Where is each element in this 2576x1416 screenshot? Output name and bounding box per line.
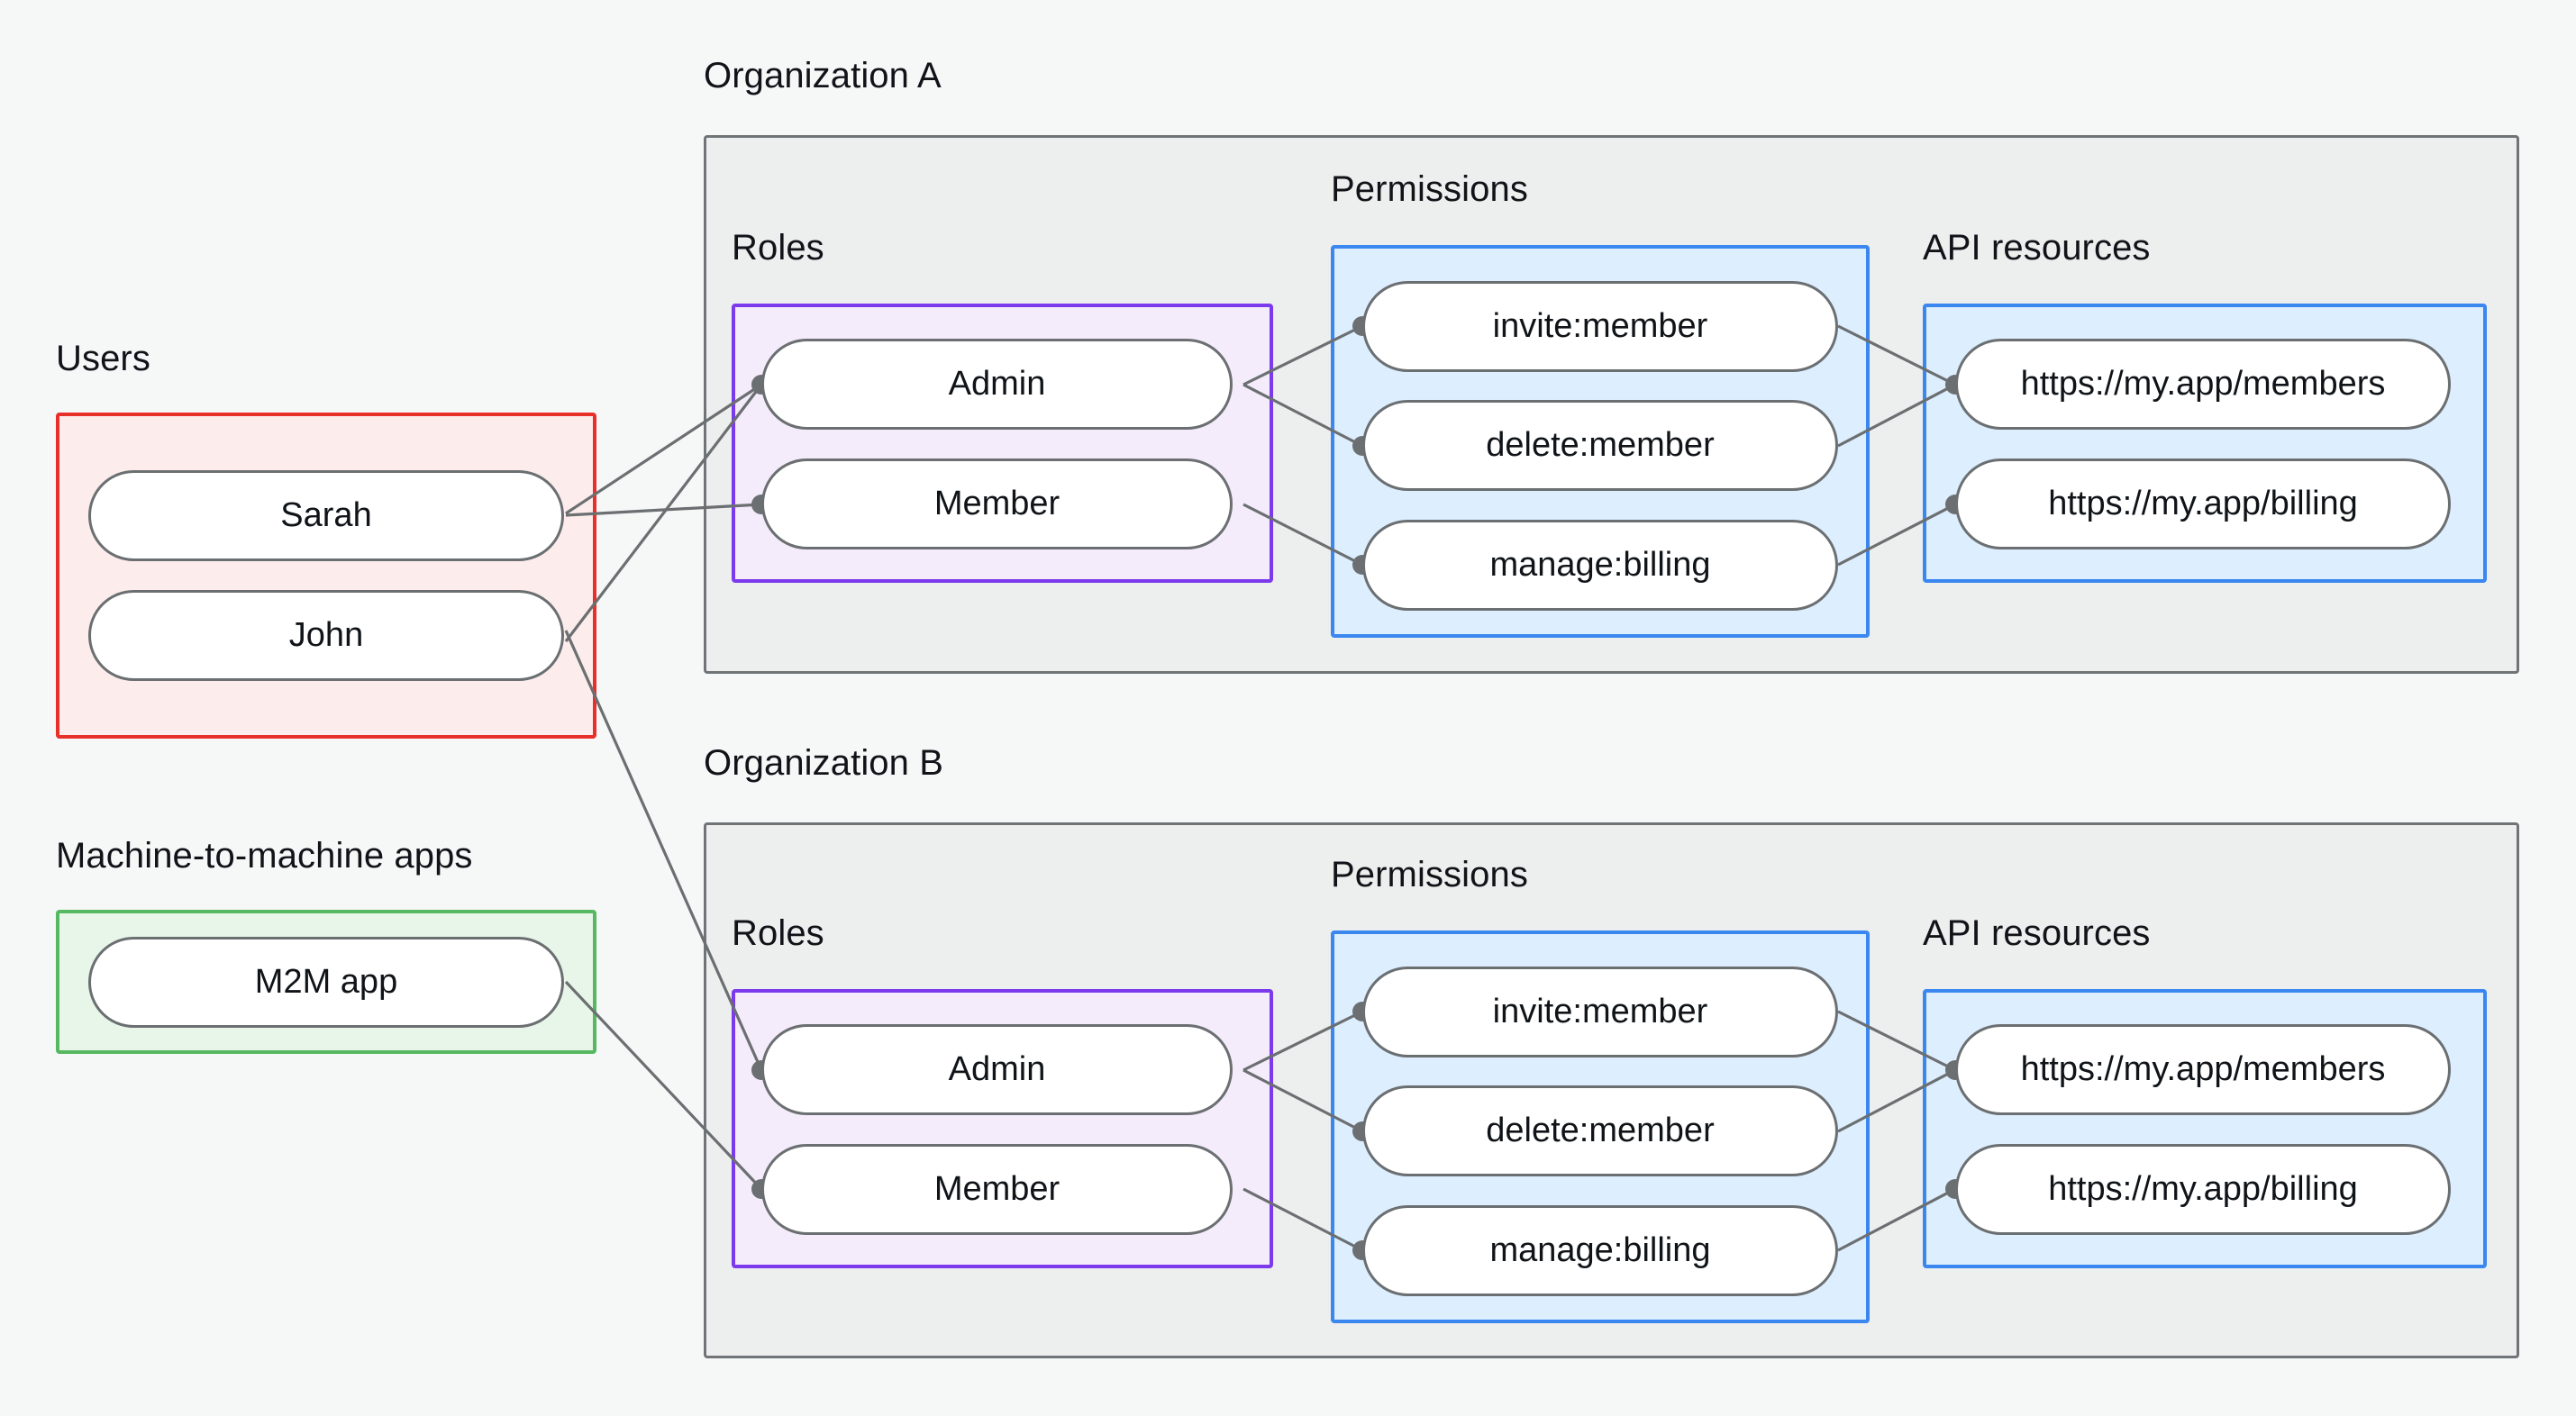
org-a-permission-invite-member[interactable]: invite:member bbox=[1362, 281, 1838, 372]
m2m-label: Machine-to-machine apps bbox=[56, 836, 473, 876]
org-b-role-member[interactable]: Member bbox=[761, 1144, 1233, 1235]
org-a-role-admin[interactable]: Admin bbox=[761, 339, 1233, 430]
org-b-api-resources-label: API resources bbox=[1923, 913, 2151, 953]
org-b-api-resource-members[interactable]: https://my.app/members bbox=[1955, 1024, 2451, 1115]
org-a-permissions-label: Permissions bbox=[1331, 169, 1528, 209]
org-b-title: Organization B bbox=[704, 743, 943, 783]
users-label: Users bbox=[56, 339, 150, 378]
org-a-role-member[interactable]: Member bbox=[761, 458, 1233, 549]
users-group bbox=[56, 413, 596, 739]
org-a-permission-delete-member[interactable]: delete:member bbox=[1362, 400, 1838, 491]
org-b-permission-manage-billing[interactable]: manage:billing bbox=[1362, 1205, 1838, 1296]
org-a-permission-manage-billing[interactable]: manage:billing bbox=[1362, 520, 1838, 611]
org-a-api-resource-billing[interactable]: https://my.app/billing bbox=[1955, 458, 2451, 549]
org-b-permissions-label: Permissions bbox=[1331, 855, 1528, 894]
org-b-permission-invite-member[interactable]: invite:member bbox=[1362, 967, 1838, 1057]
org-a-api-resource-members[interactable]: https://my.app/members bbox=[1955, 339, 2451, 430]
m2m-app[interactable]: M2M app bbox=[88, 937, 564, 1028]
org-a-title: Organization A bbox=[704, 56, 942, 95]
user-john[interactable]: John bbox=[88, 590, 564, 681]
org-b-roles-label: Roles bbox=[732, 913, 824, 953]
org-a-api-resources-label: API resources bbox=[1923, 228, 2151, 268]
org-b-api-resource-billing[interactable]: https://my.app/billing bbox=[1955, 1144, 2451, 1235]
org-b-permission-delete-member[interactable]: delete:member bbox=[1362, 1085, 1838, 1176]
org-b-role-admin[interactable]: Admin bbox=[761, 1024, 1233, 1115]
org-a-roles-label: Roles bbox=[732, 228, 824, 268]
user-sarah[interactable]: Sarah bbox=[88, 470, 564, 561]
